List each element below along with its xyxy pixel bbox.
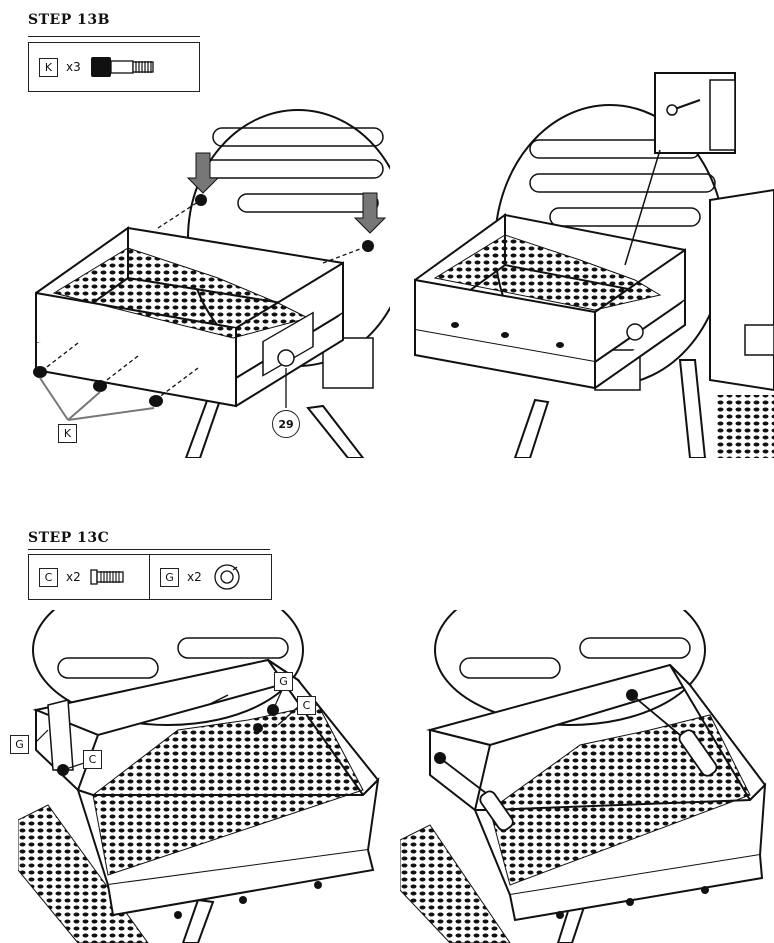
step-13c-figure-left	[18, 610, 380, 943]
part-k: K x3	[29, 43, 173, 91]
callout-k: K	[58, 424, 77, 443]
part-c: C x2	[29, 555, 149, 599]
callout-c-right: C	[297, 696, 316, 715]
step-13b-figure-left	[33, 109, 390, 458]
part-key: K	[39, 57, 58, 77]
step-13c-figure-right	[400, 610, 767, 943]
parts-box-13c: C x2 G x2	[28, 554, 272, 600]
screw-icon	[90, 569, 124, 585]
callout-c-left: C	[83, 750, 102, 769]
title-rule	[28, 36, 200, 38]
step-13b-figure-right	[414, 72, 774, 458]
part-key: G	[160, 567, 179, 587]
part-key: C	[39, 567, 58, 587]
callout-part-29: 29	[272, 410, 300, 438]
part-qty: x2	[66, 570, 81, 584]
step-13c-title: STEP 13C	[28, 530, 110, 546]
part-qty: x3	[66, 60, 81, 74]
shoulder-bolt-icon	[90, 57, 154, 77]
part-qty: x2	[187, 570, 202, 584]
title-rule	[28, 549, 270, 551]
part-g: G x2	[149, 555, 254, 599]
parts-box-13b: K x3	[28, 42, 200, 92]
callout-g-left: G	[10, 735, 29, 754]
step-13b-title: STEP 13B	[28, 12, 110, 28]
callout-g-right: G	[274, 672, 293, 691]
lock-washer-icon	[214, 564, 240, 590]
